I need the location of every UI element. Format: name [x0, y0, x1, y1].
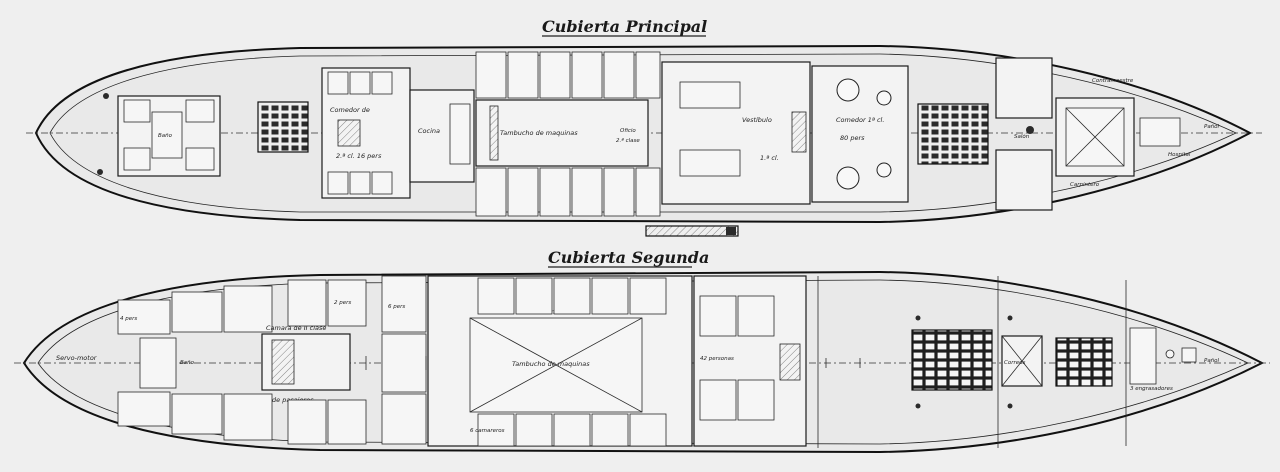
- second-mid-cabins: [287, 275, 427, 445]
- main-bow-label: Pañol: [1204, 124, 1220, 130]
- second-upper-cabins: [477, 277, 667, 315]
- second-stern-cabins: [117, 285, 273, 441]
- mid-cabin-pers-label: 2 pers: [334, 300, 351, 306]
- second-casing-label: Tambucho de maquinas: [512, 360, 590, 368]
- servo-motor-label: Servo-motor: [56, 354, 98, 362]
- vestibule-label: Vestíbulo: [742, 116, 772, 124]
- office-label: Oficio: [620, 128, 636, 134]
- saloon-label: Salón: [1014, 133, 1030, 140]
- forward-hatch-2: [1055, 337, 1113, 387]
- keel-ticks: [365, 356, 861, 370]
- stern-bath-label: Baño: [158, 133, 173, 139]
- cook-staff-label: 6 camareros: [470, 428, 505, 434]
- second-bow-label: Pañol: [1204, 358, 1220, 364]
- kitchen-label: Cocina: [418, 127, 440, 135]
- main-casing-label: Tambucho de maquinas: [500, 129, 578, 137]
- second-deck-title: Cubierta Segunda: [548, 248, 709, 267]
- persons-42-label: 42 personas: [700, 356, 734, 362]
- second-deck-plan: Cubierta Segunda Servo-motor 4 pers Baño…: [14, 248, 1270, 454]
- first-dining-label: Comedor 1ª cl.: [836, 116, 884, 124]
- main-deck-title: Cubierta Principal: [542, 17, 707, 36]
- office-class-label: 2.ª clase: [616, 137, 640, 144]
- stern-bath-label-2: Baño: [180, 360, 195, 366]
- mid-cabin-pers-label-2: 6 pers: [388, 304, 405, 310]
- forward-hatch-1: [911, 329, 993, 391]
- second-class-cabin-label: Camara de II clase: [266, 324, 326, 332]
- second-dining-class-label: 2.ª cl. 16 pers: [336, 152, 382, 160]
- second-dining-label: Comedor de: [330, 106, 370, 114]
- main-lower-cabins: [475, 167, 661, 217]
- mail-stores-label: Correos: [1004, 360, 1025, 366]
- boatswain-label: Contramaestre: [1092, 78, 1134, 84]
- main-deck-plan: Cubierta Principal Baño Comedor de 2.ª c…: [26, 17, 1262, 237]
- oilers-label: 3 engrasadores: [1130, 386, 1173, 392]
- gangway-ladder: [645, 225, 739, 237]
- second-lower-cabins: [477, 413, 667, 447]
- deck-fittings: [97, 93, 1034, 409]
- main-upper-cabins: [475, 51, 661, 99]
- carpenter-label: Carpintero: [1070, 182, 1100, 188]
- hospital-label: Hospital: [1168, 152, 1191, 158]
- vestibule-class-label: 1.ª cl.: [760, 154, 779, 162]
- camara-label: Camara: [540, 308, 566, 316]
- stern-cabin-pers-label: 4 pers: [120, 316, 137, 322]
- first-dining-capacity-label: 80 pers: [840, 134, 865, 142]
